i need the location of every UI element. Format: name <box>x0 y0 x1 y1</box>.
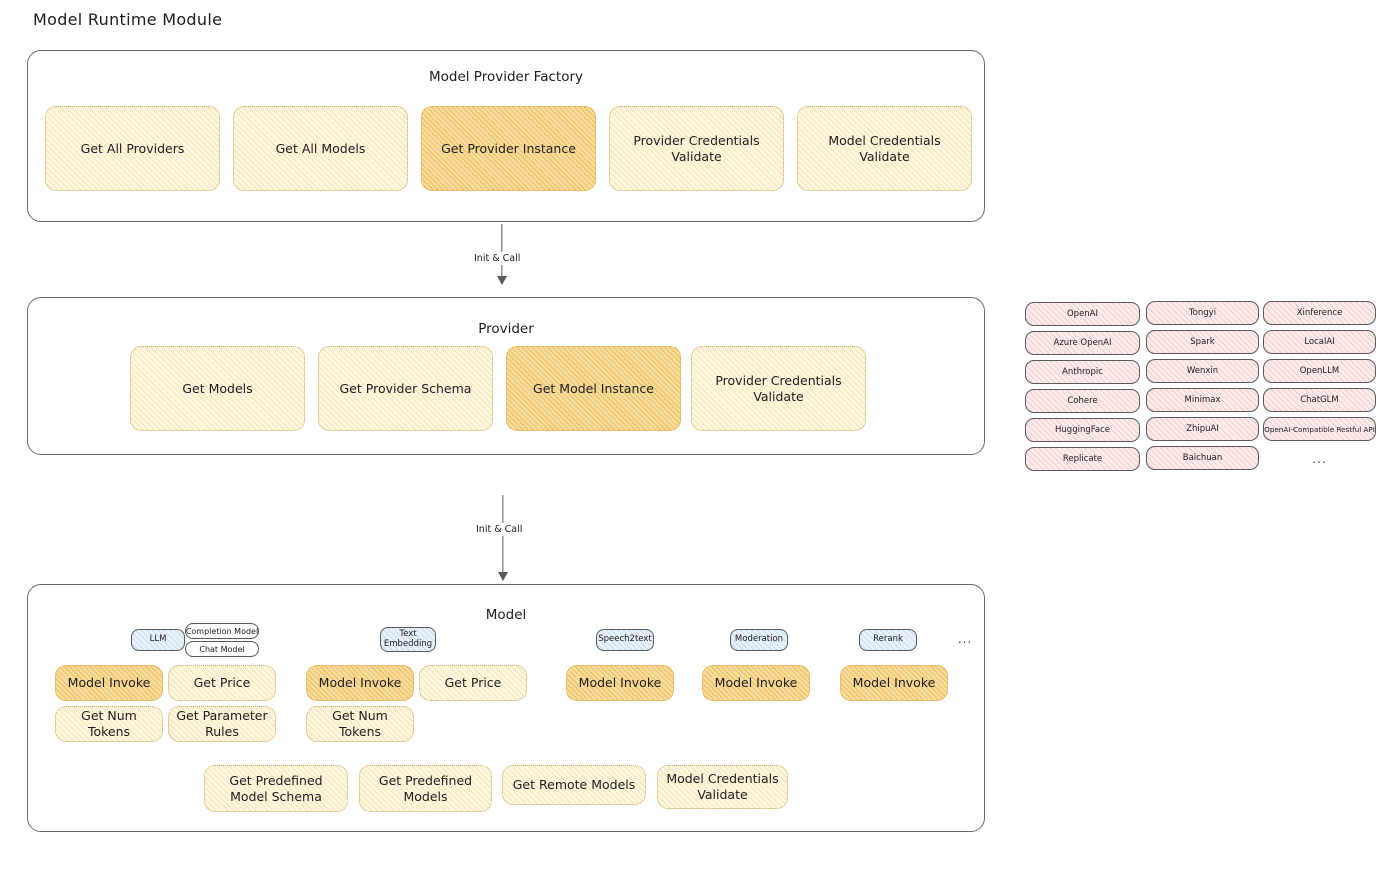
model-panel: Model LLM Completion Model Chat Model Mo… <box>27 584 992 847</box>
llm-method-model-invoke[interactable]: Model Invoke <box>55 665 163 701</box>
provider-chip-cohere[interactable]: Cohere <box>1025 389 1140 413</box>
model-provider-factory-title: Model Provider Factory <box>428 69 583 85</box>
provider-chip-openllm[interactable]: OpenLLM <box>1263 359 1376 383</box>
provider-chip-chatglm[interactable]: ChatGLM <box>1263 388 1376 412</box>
provider-chip-wenxin[interactable]: Wenxin <box>1146 359 1259 383</box>
provider-box-get-provider-schema[interactable]: Get Provider Schema <box>318 346 493 431</box>
provider-chip-replicate[interactable]: Replicate <box>1025 447 1140 471</box>
factory-box-get-all-providers[interactable]: Get All Providers <box>45 106 220 191</box>
llm-method-get-price[interactable]: Get Price <box>168 665 276 701</box>
factory-box-get-all-models[interactable]: Get All Models <box>233 106 408 191</box>
factory-box-provider-credentials-validate[interactable]: Provider Credentials Validate <box>609 106 784 191</box>
provider-chip-azure-openai[interactable]: Azure OpenAI <box>1025 331 1140 355</box>
provider-chip-openai[interactable]: OpenAI <box>1025 302 1140 326</box>
model-subtype-chip-completion-model[interactable]: Completion Model <box>185 623 259 639</box>
arrow-shaft <box>502 495 504 580</box>
model-shared-get-predefined-model-schema[interactable]: Get Predefined Model Schema <box>204 765 348 812</box>
model-types-ellipsis: ... <box>957 632 973 646</box>
model-shared-model-credentials-validate[interactable]: Model Credentials Validate <box>657 765 788 809</box>
provider-list-ellipsis: ... <box>1312 452 1327 466</box>
model-subtype-chip-chat-model[interactable]: Chat Model <box>185 641 259 657</box>
speech2text-method-model-invoke[interactable]: Model Invoke <box>566 665 674 701</box>
provider-chip-localai[interactable]: LocalAI <box>1263 330 1376 354</box>
text-embedding-method-model-invoke[interactable]: Model Invoke <box>306 665 414 701</box>
factory-box-get-provider-instance[interactable]: Get Provider Instance <box>421 106 596 191</box>
model-type-chip-speech2text[interactable]: Speech2text <box>596 629 654 651</box>
arrow-factory-to-provider-label: Init & Call <box>470 252 525 265</box>
factory-box-model-credentials-validate[interactable]: Model Credentials Validate <box>797 106 972 191</box>
model-type-chip-rerank[interactable]: Rerank <box>859 629 917 651</box>
model-type-chip-moderation[interactable]: Moderation <box>730 629 788 651</box>
llm-method-get-parameter-rules[interactable]: Get Parameter Rules <box>168 706 276 742</box>
moderation-method-model-invoke[interactable]: Model Invoke <box>702 665 810 701</box>
arrow-head <box>497 276 507 285</box>
arrow-provider-to-model-label: Init & Call <box>472 523 527 536</box>
provider-panel: Provider Get Models Get Provider Schema … <box>27 297 992 470</box>
arrow-provider-to-model <box>495 495 511 581</box>
model-type-chip-llm[interactable]: LLM <box>131 629 185 651</box>
llm-method-get-num-tokens[interactable]: Get Num Tokens <box>55 706 163 742</box>
provider-chip-xinference[interactable]: Xinference <box>1263 301 1376 325</box>
provider-title: Provider <box>478 321 534 337</box>
provider-chip-tongyi[interactable]: Tongyi <box>1146 301 1259 325</box>
provider-chip-openai-compatible-restful-api[interactable]: OpenAI-Compatible Restful API <box>1263 417 1376 441</box>
text-embedding-method-get-num-tokens[interactable]: Get Num Tokens <box>306 706 414 742</box>
model-type-chip-text-embedding[interactable]: Text Embedding <box>380 627 436 652</box>
model-title: Model <box>485 607 527 623</box>
provider-chip-minimax[interactable]: Minimax <box>1146 388 1259 412</box>
model-shared-get-predefined-models[interactable]: Get Predefined Models <box>359 765 492 812</box>
provider-chip-zhipuai[interactable]: ZhipuAI <box>1146 417 1259 441</box>
rerank-method-model-invoke[interactable]: Model Invoke <box>840 665 948 701</box>
model-shared-get-remote-models[interactable]: Get Remote Models <box>502 765 646 805</box>
page-title: Model Runtime Module <box>33 10 223 29</box>
provider-box-get-model-instance[interactable]: Get Model Instance <box>506 346 681 431</box>
arrow-head <box>498 572 508 581</box>
text-embedding-method-get-price[interactable]: Get Price <box>419 665 527 701</box>
model-provider-factory-panel: Model Provider Factory Get All Providers… <box>27 50 985 222</box>
provider-box-provider-credentials-validate[interactable]: Provider Credentials Validate <box>691 346 866 431</box>
provider-chip-baichuan[interactable]: Baichuan <box>1146 446 1259 470</box>
provider-box-get-models[interactable]: Get Models <box>130 346 305 431</box>
provider-chip-spark[interactable]: Spark <box>1146 330 1259 354</box>
provider-chip-huggingface[interactable]: HuggingFace <box>1025 418 1140 442</box>
provider-chip-anthropic[interactable]: Anthropic <box>1025 360 1140 384</box>
